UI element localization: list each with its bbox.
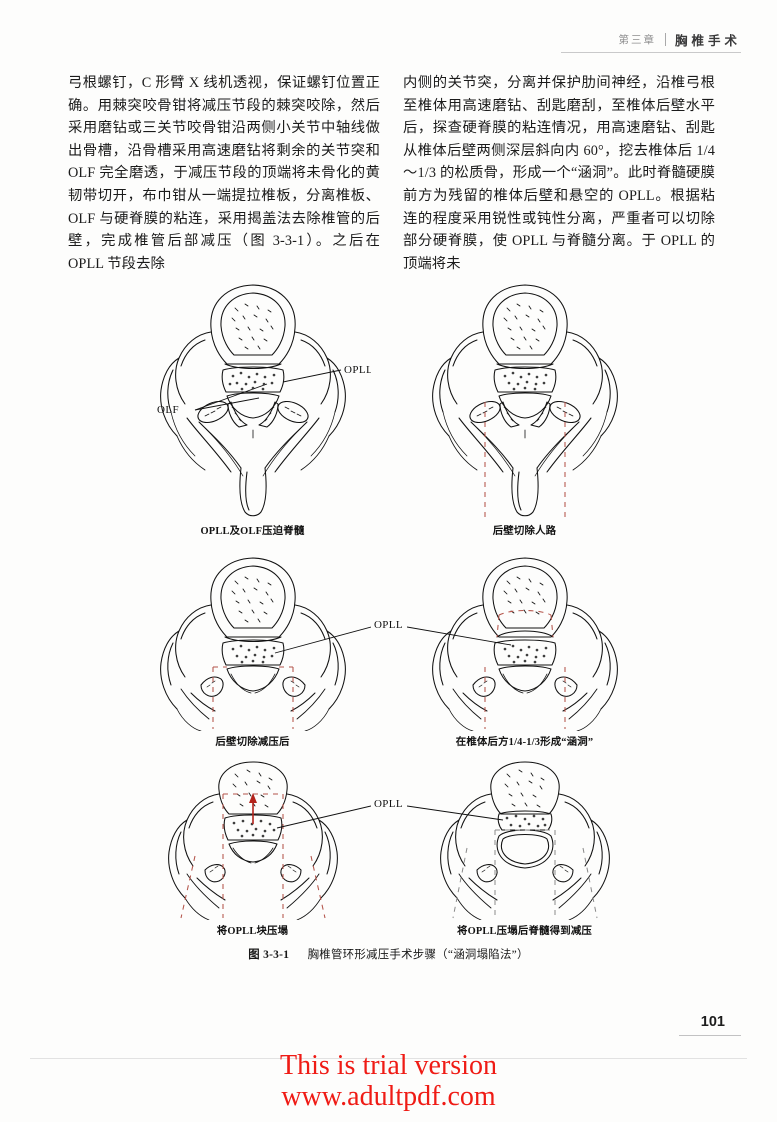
watermark-line-2: www.adultpdf.com <box>281 1081 496 1112</box>
figure-3-3-1: OLF OPLL OPLL及OLF压迫脊髓 <box>0 272 777 962</box>
left-column-paragraph: 弓根螺钉，C 形臂 X 线机透视，保证螺钉位置正确。用棘突咬骨钳将减压节段的棘突… <box>68 75 380 272</box>
figure-caption-text: 胸椎管环形减压手术步骤（“涵洞塌陷法”） <box>307 949 529 961</box>
row2-shared-opll-label: OPLL <box>370 615 407 633</box>
right-column-paragraph: 内侧的关节突，分离并保护肋间神经，沿椎弓根至椎体用高速磨钻、刮匙磨刮，至椎体后壁… <box>403 75 715 272</box>
running-head-title: 胸椎手术 <box>674 34 741 48</box>
watermark-line-1: This is trial version <box>280 1050 497 1081</box>
figure-panel-3: 后壁切除减压后 <box>135 549 371 748</box>
figure-panel-1: OLF OPLL OPLL及OLF压迫脊髓 <box>135 272 371 537</box>
panel-4-caption: 在椎体后方1/4-1/3形成“涵洞” <box>455 737 594 748</box>
label-opll-row3: OPLL <box>370 798 407 810</box>
figure-row-1: OLF OPLL OPLL及OLF压迫脊髓 <box>0 272 777 537</box>
right-column: 内侧的关节突，分离并保护肋间神经，沿椎弓根至椎体用高速磨钻、刮匙磨刮，至椎体后壁… <box>403 72 715 275</box>
running-head-chapter: 第三章 <box>618 35 656 46</box>
figure-panel-4: 在椎体后方1/4-1/3形成“涵洞” <box>406 549 643 748</box>
body-columns: 弓根螺钉，C 形臂 X 线机透视，保证螺钉位置正确。用棘突咬骨钳将减压节段的棘突… <box>68 72 716 275</box>
figure-main-caption: 图 3-3-1 胸椎管环形减压手术步骤（“涵洞塌陷法”） <box>0 946 777 962</box>
figure-caption-number: 图 3-3-1 <box>248 949 290 961</box>
resection-guide-lines-3 <box>211 666 294 729</box>
page-number: 101 <box>700 1014 725 1030</box>
vertebra-diagram-4 <box>406 557 618 731</box>
watermark: This is trial version www.adultpdf.com <box>0 1050 777 1112</box>
left-column: 弓根螺钉，C 形臂 X 线机透视，保证螺钉位置正确。用棘突咬骨钳将减压节段的棘突… <box>68 72 380 275</box>
compression-arrow <box>248 793 257 824</box>
vertebra-diagram-2 <box>431 284 618 518</box>
figure-panel-5: 将OPLL块压塌 <box>135 760 371 937</box>
panel-6-caption: 将OPLL压塌后脊髓得到减压 <box>457 926 592 937</box>
running-head: 第三章 胸椎手术 <box>618 30 741 49</box>
panel-1-caption: OPLL及OLF压迫脊髓 <box>200 526 305 537</box>
panel-5-caption: 将OPLL块压塌 <box>216 926 289 937</box>
figure-row-3: 将OPLL块压塌 <box>0 760 777 937</box>
decompressed-guide-lines <box>452 829 597 919</box>
vertebra-diagram-1: OLF OPLL <box>157 284 371 517</box>
label-opll-row2: OPLL <box>370 619 407 631</box>
panel-2-caption: 后壁切除人路 <box>492 526 557 537</box>
panel-3-caption: 后壁切除减压后 <box>215 737 290 748</box>
vertebra-diagram-5 <box>167 761 371 920</box>
running-head-rule <box>561 52 741 53</box>
osteotomy-guide-lines <box>483 402 566 518</box>
tunnel-guide-lines <box>483 609 566 729</box>
vertebra-diagram-6 <box>406 761 610 920</box>
figure-panel-6: 将OPLL压塌后脊髓得到减压 <box>406 760 643 937</box>
figure-panel-2: 后壁切除人路 <box>407 272 643 537</box>
page-number-rule <box>679 1035 741 1036</box>
label-opll-panel1: OPLL <box>344 364 371 376</box>
watermark-rule <box>30 1058 747 1059</box>
label-olf-panel1: OLF <box>157 404 179 416</box>
figure-row-2: 后壁切除减压后 <box>0 549 777 748</box>
running-head-divider <box>664 33 666 46</box>
vertebra-diagram-3 <box>159 557 371 731</box>
row3-shared-opll-label: OPLL <box>370 794 407 812</box>
